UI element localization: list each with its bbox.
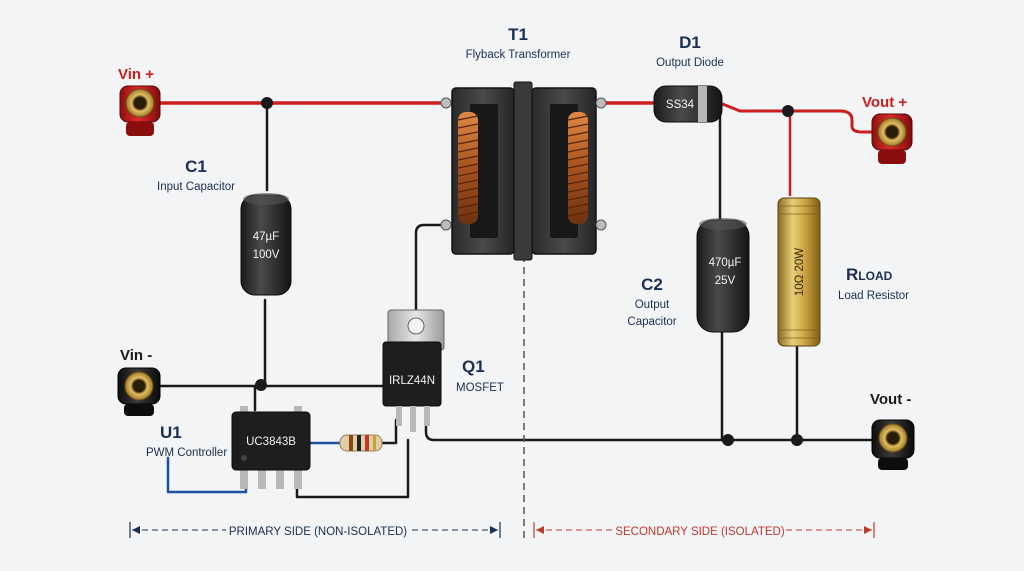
wire-d1-to-vout-plus bbox=[718, 101, 882, 134]
wire-t1-to-q1 bbox=[414, 223, 454, 317]
transformer-t1 bbox=[440, 81, 607, 261]
label-d1-desc: Output Diode bbox=[656, 57, 724, 69]
secondary-side-label: SECONDARY SIDE (ISOLATED) bbox=[615, 526, 785, 538]
resistor-rload: 10Ω 20W bbox=[777, 197, 821, 347]
junction-dot bbox=[722, 434, 734, 446]
secondary-winding bbox=[567, 112, 589, 224]
label-c2-desc-line1: Output bbox=[635, 299, 670, 311]
junctions bbox=[255, 97, 803, 446]
wire-q1-to-vout-minus bbox=[424, 418, 882, 442]
primary-winding bbox=[457, 112, 479, 224]
label-rload-ref: RLOAD bbox=[846, 265, 893, 284]
c2-value-line2: 25V bbox=[715, 275, 736, 287]
c2-value-line1: 470µF bbox=[709, 257, 742, 269]
terminal-vout-plus[interactable] bbox=[871, 113, 913, 164]
d1-part-number: SS34 bbox=[666, 99, 695, 111]
terminal-vin-minus[interactable] bbox=[117, 367, 161, 416]
capacitor-c1: 47µF 100V bbox=[240, 193, 292, 296]
label-vout-plus: Vout + bbox=[862, 94, 907, 111]
capacitor-c2: 470µF 25V bbox=[696, 218, 750, 333]
label-d1-ref: D1 bbox=[679, 33, 701, 52]
gate-resistor bbox=[339, 434, 383, 452]
label-q1-ref: Q1 bbox=[462, 357, 485, 376]
label-t1-desc: Flyback Transformer bbox=[466, 49, 571, 61]
rload-value: 10Ω 20W bbox=[794, 248, 806, 296]
label-q1-desc: MOSFET bbox=[456, 382, 504, 394]
label-c2-ref: C2 bbox=[641, 275, 663, 294]
junction-dot bbox=[255, 379, 267, 391]
primary-side-indicator: PRIMARY SIDE (NON-ISOLATED) bbox=[129, 521, 501, 539]
c1-value-line2: 100V bbox=[253, 249, 280, 261]
label-c1-desc: Input Capacitor bbox=[157, 181, 235, 193]
primary-side-label: PRIMARY SIDE (NON-ISOLATED) bbox=[229, 526, 407, 538]
label-rload-ref-main: R bbox=[846, 265, 858, 284]
junction-dot bbox=[782, 105, 794, 117]
label-rload-desc: Load Resistor bbox=[838, 290, 909, 302]
label-rload-ref-sub: LOAD bbox=[858, 269, 892, 283]
terminal-vout-minus[interactable] bbox=[871, 419, 915, 470]
wire-gate-resistor-to-q1 bbox=[378, 418, 398, 445]
label-c1-ref: C1 bbox=[185, 157, 207, 176]
label-vin-minus: Vin - bbox=[120, 347, 152, 364]
c1-value-line1: 47µF bbox=[253, 231, 279, 243]
diode-d1: SS34 bbox=[653, 85, 723, 123]
junction-dot bbox=[261, 97, 273, 109]
q1-part-number: IRLZ44N bbox=[389, 375, 435, 387]
junction-dot bbox=[791, 434, 803, 446]
label-c2-desc-line2: Capacitor bbox=[627, 316, 676, 328]
u1-part-number: UC3843B bbox=[246, 436, 296, 448]
terminal-vin-plus[interactable] bbox=[119, 85, 161, 136]
wire-u1-to-q1-source bbox=[295, 438, 410, 499]
label-u1-desc: PWM Controller bbox=[146, 447, 227, 459]
secondary-side-indicator: SECONDARY SIDE (ISOLATED) bbox=[533, 521, 875, 539]
label-t1-ref: T1 bbox=[508, 25, 528, 44]
wires bbox=[148, 101, 882, 499]
ic-u1: UC3843B bbox=[231, 406, 311, 489]
label-u1-ref: U1 bbox=[160, 423, 182, 442]
label-vin-plus: Vin + bbox=[118, 66, 154, 83]
label-vout-minus: Vout - bbox=[870, 391, 911, 408]
mosfet-q1: IRLZ44N bbox=[382, 309, 445, 432]
